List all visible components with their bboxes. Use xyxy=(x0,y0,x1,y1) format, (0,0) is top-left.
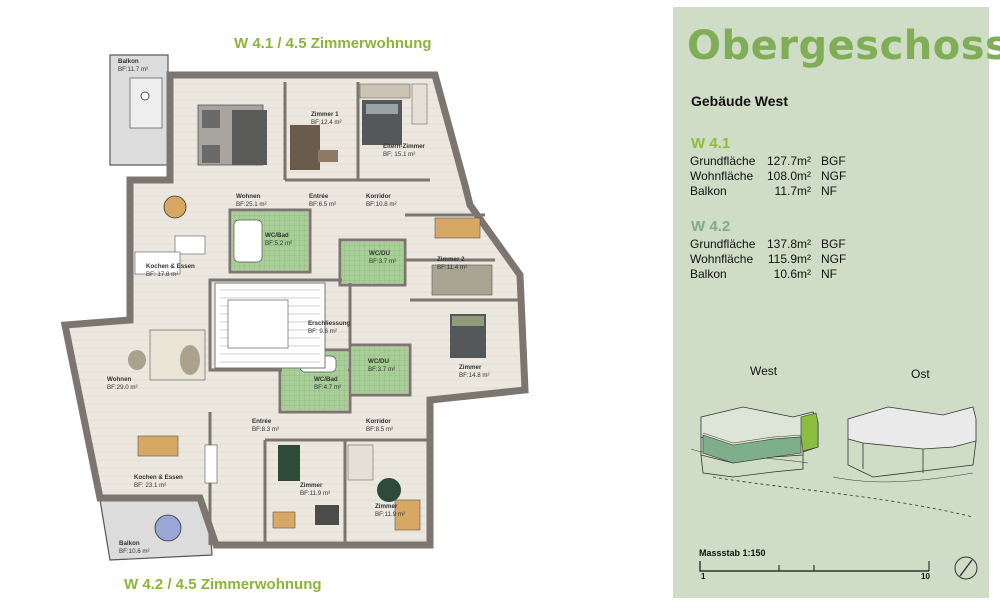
unit-heading-w41: W 4.1 xyxy=(691,135,731,152)
shower-bottom-tiles xyxy=(352,347,408,393)
building-name: Gebäude West xyxy=(691,93,788,109)
highlight-w42 xyxy=(702,434,802,464)
iso-label-west: West xyxy=(750,364,778,378)
highlight-w41 xyxy=(800,412,819,452)
interior-walls xyxy=(208,82,520,545)
staircase xyxy=(214,282,326,369)
furniture xyxy=(128,83,493,531)
floor-plan: W 4.1 / 4.5 Zimmerwohnung W 4.2 / 4.5 Zi… xyxy=(60,35,529,593)
isometric-sketch xyxy=(690,406,977,518)
unit-title-top: W 4.1 / 4.5 Zimmerwohnung xyxy=(234,35,432,52)
balcony-bottom xyxy=(99,499,213,561)
unit-title-bottom: W 4.2 / 4.5 Zimmerwohnung xyxy=(124,576,322,593)
shower-top-tiles xyxy=(342,242,403,283)
scale-start: 1 xyxy=(701,572,706,581)
iso-label-ost: Ost xyxy=(911,367,930,381)
north-arrow-icon xyxy=(954,556,978,580)
balcony-top xyxy=(109,54,169,166)
scale-label: Massstab 1:150 xyxy=(699,548,766,558)
floor-headline: Obergeschoss xyxy=(687,23,1000,69)
info-panel: Obergeschoss Gebäude West W 4.1 Grundflä… xyxy=(673,7,1000,598)
floor-plan-drawing xyxy=(60,54,529,561)
scale-bar xyxy=(699,561,930,572)
scale-end: 10 xyxy=(921,572,930,581)
unit-heading-w42: W 4.2 xyxy=(691,218,731,235)
